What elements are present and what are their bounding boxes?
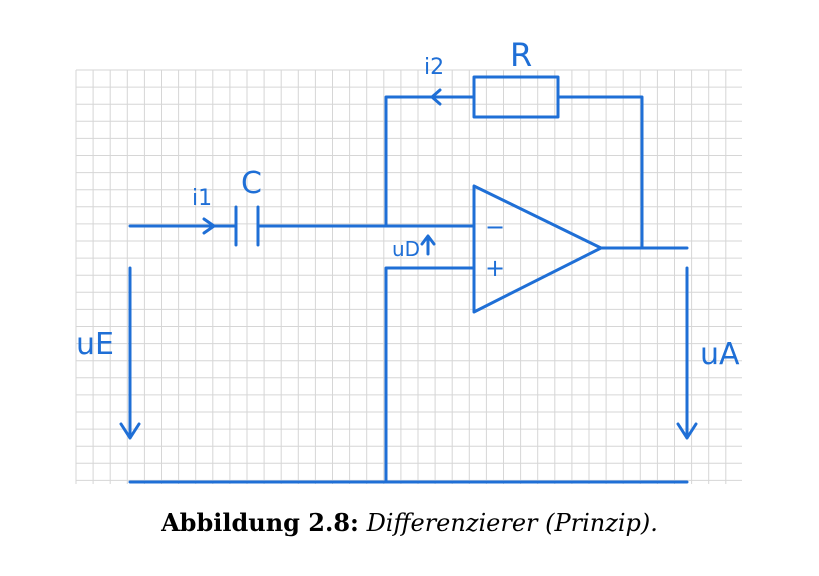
- circuit-wires: [119, 75, 698, 484]
- diff-voltage-arrow: [420, 234, 436, 256]
- opamp-symbol: [472, 184, 603, 314]
- current-feedback-arrow: [430, 88, 442, 106]
- caption-label: Abbildung 2.8:: [161, 508, 359, 537]
- current-in-label: i1: [192, 186, 212, 211]
- output-voltage-label: uA: [700, 337, 740, 372]
- noninverting-wire: [384, 266, 476, 484]
- output-voltage-arrow: [676, 266, 698, 440]
- resistor-label: R: [510, 36, 532, 74]
- opamp-minus-label: −: [485, 213, 505, 241]
- current-feedback-label: i2: [424, 55, 444, 80]
- diff-voltage-label: uD: [392, 237, 420, 261]
- input-voltage-arrow: [119, 266, 141, 440]
- feedback-wire-left: [384, 95, 476, 228]
- current-in-arrow: [202, 217, 216, 235]
- caption-text: Differenzierer (Prinzip).: [366, 509, 658, 537]
- grid-background: [75, 69, 742, 484]
- input-voltage-label: uE: [76, 327, 114, 362]
- opamp-plus-label: +: [485, 254, 505, 282]
- capacitor-label: C: [241, 166, 262, 201]
- figure-caption: Abbildung 2.8: Differenzierer (Prinzip).: [0, 508, 819, 537]
- feedback-wire-right: [556, 95, 644, 250]
